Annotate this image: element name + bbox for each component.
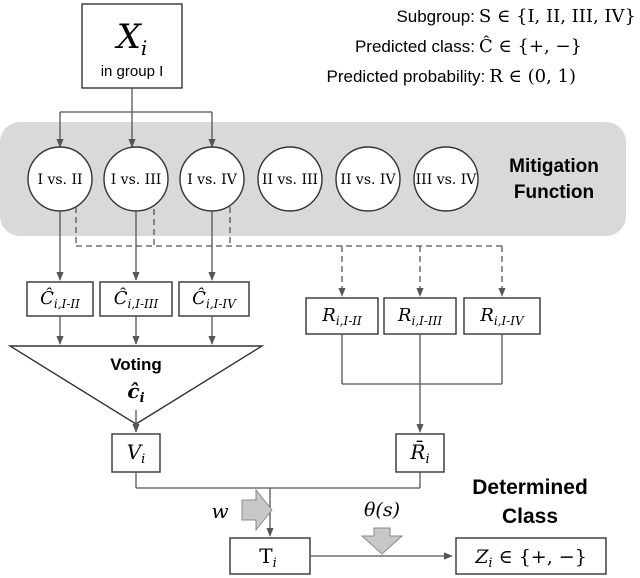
prob-output-2: Ri,I-III: [383, 297, 457, 335]
comparison-label: I vs. III: [111, 172, 162, 188]
threshold-arrow: [360, 527, 404, 555]
class-output-3: Ĉi,I-IV: [178, 281, 250, 317]
svg-text:Vi: Vi: [127, 440, 146, 467]
input-caption: in group I: [101, 63, 164, 80]
mean-prob-box: R̄i: [395, 433, 445, 473]
svg-text:Ri,I-III: Ri,I-III: [397, 305, 442, 328]
svg-text:R̄i: R̄i: [409, 439, 429, 467]
comparison-node-2: I vs. III: [103, 146, 169, 212]
mitigation-title-line1: Mitigation: [509, 156, 599, 177]
threshold-label: θ(s): [364, 499, 400, 521]
svg-text:Ri,I-II: Ri,I-II: [321, 305, 362, 328]
svg-text:Zi ∈ {+, −}: Zi ∈ {+, −}: [474, 546, 587, 571]
comparison-node-4: II vs. III: [257, 146, 323, 212]
legend-probability: Predicted probability:R ∈ (0, 1): [327, 66, 576, 87]
vote-result-box: Vi: [111, 433, 161, 473]
voting-triangle: [7, 345, 265, 425]
svg-text:Ĉi,I-III: Ĉi,I-III: [114, 286, 159, 311]
comparison-node-5: II vs. IV: [335, 146, 401, 212]
comparison-label: III vs. IV: [416, 172, 478, 188]
input-box: [81, 3, 183, 89]
svg-text:Ĉi,I-II: Ĉi,I-II: [40, 286, 80, 311]
combined-box: Ti: [229, 537, 311, 575]
mitigation-title-line2: Function: [514, 182, 594, 203]
comparison-label: II vs. IV: [340, 172, 396, 188]
svg-text:Ti: Ti: [259, 544, 277, 571]
input-symbol: Xi: [114, 17, 148, 60]
legend-class: Predicted class:Ĉ ∈ {+, −}: [355, 34, 582, 57]
svg-text:Ri,I-IV: Ri,I-IV: [479, 305, 525, 328]
comparison-node-3: I vs. IV: [179, 146, 245, 212]
legend-subgroup: Subgroup:S ∈ {I, II, III, IV}: [396, 6, 636, 27]
comparison-label: I vs. IV: [187, 172, 238, 188]
svg-text:Ĉi,I-IV: Ĉi,I-IV: [192, 286, 237, 311]
weight-label: w: [211, 499, 228, 523]
comparison-node-6: III vs. IV: [413, 146, 479, 212]
comparison-node-1: I vs. II: [27, 146, 93, 212]
voting-symbol: ĉi: [127, 379, 144, 406]
prob-output-3: Ri,I-IV: [463, 297, 541, 335]
weight-arrow: [241, 488, 273, 532]
comparison-label: I vs. II: [37, 172, 82, 188]
determined-title-line1: Determined: [472, 476, 588, 499]
determined-title-line2: Class: [502, 505, 558, 528]
voting-label: Voting: [110, 355, 162, 374]
class-output-1: Ĉi,I-II: [26, 281, 94, 317]
final-class-box: Zi ∈ {+, −}: [455, 537, 607, 575]
prob-output-1: Ri,I-II: [305, 297, 379, 335]
comparison-label: II vs. III: [262, 172, 318, 188]
class-output-2: Ĉi,I-III: [99, 281, 173, 317]
